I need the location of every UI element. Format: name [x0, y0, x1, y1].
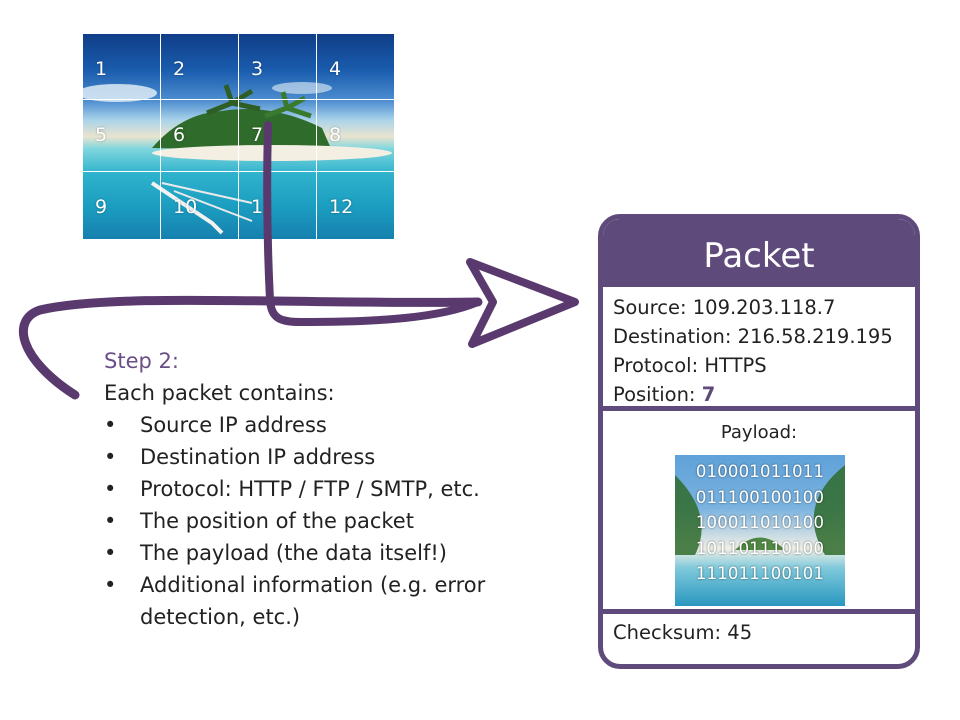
source-ip: 109.203.118.7 — [692, 296, 836, 319]
source-label: Source: — [613, 296, 687, 319]
payload-bit-row: 010001011011 — [695, 462, 825, 481]
packet-header-fields: Source: 109.203.118.7 Destination: 216.5… — [603, 287, 915, 406]
list-item: Protocol: HTTP / FTP / SMTP, etc. — [104, 473, 544, 505]
destination-ip: 216.58.219.195 — [737, 325, 893, 348]
payload-section: Payload: 010001011011 011100100100 10001… — [603, 411, 915, 609]
protocol-value: HTTPS — [704, 354, 767, 377]
tile-12: 12 — [316, 171, 395, 240]
checksum-row: Checksum: 45 — [603, 614, 915, 651]
list-item: Destination IP address — [104, 441, 544, 473]
divider — [603, 609, 915, 614]
payload-bits: 010001011011 011100100100 100011010100 1… — [675, 459, 845, 587]
position-value: 7 — [701, 383, 716, 406]
step-title: Step 2: — [104, 349, 179, 373]
payload-bit-row: 011100100100 — [695, 487, 825, 507]
checksum-value: 45 — [727, 621, 753, 644]
packet-contents-list: Source IP address Destination IP address… — [104, 409, 544, 633]
destination-label: Destination: — [613, 325, 732, 348]
beach-image-grid: 1 2 3 4 5 6 7 8 9 10 1 12 — [82, 33, 395, 240]
source-row: Source: 109.203.118.7 — [613, 293, 905, 322]
checksum-label: Checksum: — [613, 621, 722, 644]
divider — [603, 406, 915, 411]
step-intro: Each packet contains: — [104, 381, 335, 405]
payload-label: Payload: — [720, 422, 798, 443]
position-label: Position: — [613, 383, 696, 406]
list-item: The payload (the data itself!) — [104, 537, 544, 569]
destination-row: Destination: 216.58.219.195 — [613, 322, 905, 351]
payload-image: 010001011011 011100100100 100011010100 1… — [675, 455, 845, 606]
payload-bit-row: 111011100101 — [695, 564, 825, 583]
list-item: Additional information (e.g. error detec… — [104, 569, 544, 633]
payload-bit-row: 100011010100 — [695, 513, 825, 532]
packet-title: Packet — [603, 219, 915, 287]
beach-scene — [82, 82, 392, 235]
list-item: Source IP address — [104, 409, 544, 441]
protocol-label: Protocol: — [613, 354, 699, 377]
packet-card: Packet Source: 109.203.118.7 Destination… — [598, 214, 920, 669]
list-item: The position of the packet — [104, 505, 544, 537]
payload-bit-row: 101101110100 — [695, 538, 825, 558]
payload-palm-scene — [675, 465, 845, 555]
position-row: Position: 7 — [613, 380, 905, 409]
protocol-row: Protocol: HTTPS — [613, 351, 905, 380]
step-description: Step 2: Each packet contains: Source IP … — [104, 345, 544, 633]
